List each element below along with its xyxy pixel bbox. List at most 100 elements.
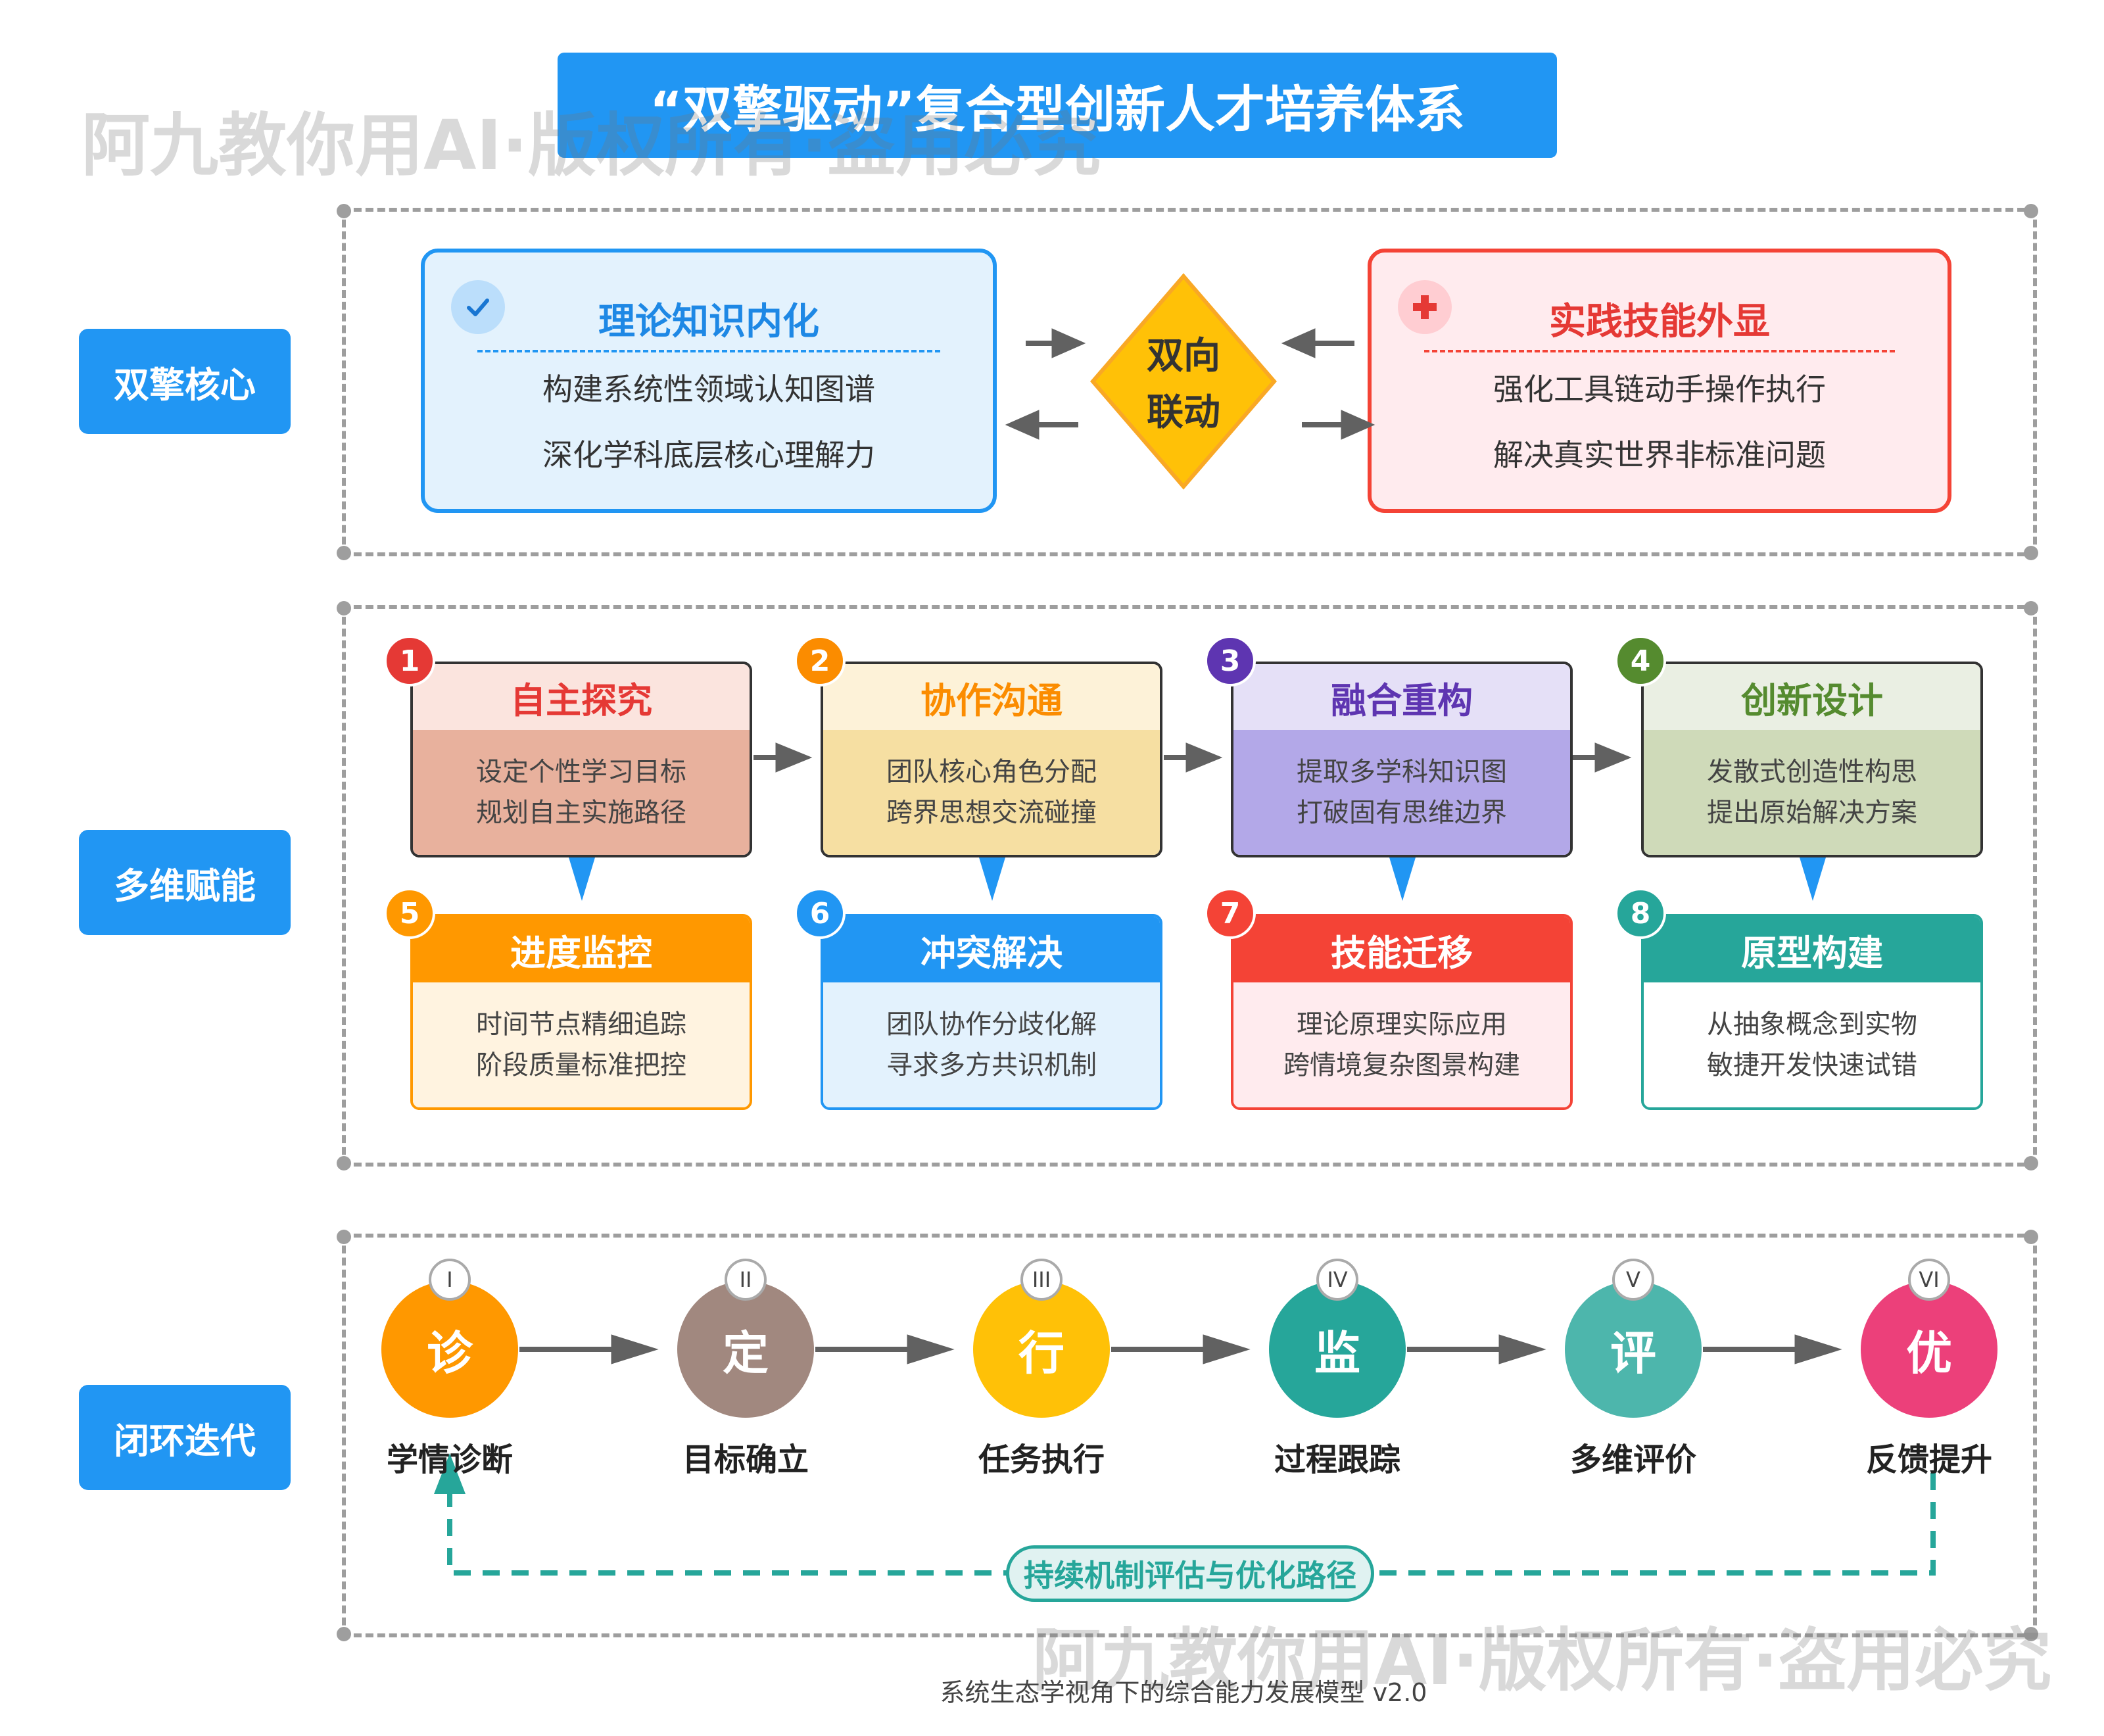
step-title: 融合重构 (1233, 664, 1570, 730)
arrow-down-icon (567, 851, 597, 901)
section-tag-cycle: 闭环迭代 (79, 1385, 291, 1490)
step-line: 打破固有思维边界 (1297, 798, 1507, 828)
corner-dot (2024, 601, 2038, 615)
linkage-text-2: 联动 (1147, 391, 1220, 434)
corner-dot (337, 601, 351, 615)
step-card-7: 技能迁移 理论原理实际应用 跨情境复杂图景构建 (1231, 914, 1573, 1110)
step-number-badge: 4 (1615, 635, 1666, 687)
arrow-down-icon (977, 851, 1007, 901)
step-line: 寻求多方共识机制 (886, 1050, 1097, 1080)
theory-line: 构建系统性领域认知图谱 (542, 372, 875, 407)
watermark: 阿九教你用AI·版权所有·盗用必究 (1032, 1620, 2052, 1700)
roman-badge: V (1612, 1259, 1654, 1301)
practice-title: 实践技能外显 (1549, 301, 1770, 343)
step-card-1: 自主探究 设定个性学习目标 规划自主实施路径 (410, 662, 752, 857)
arrow-right-icon (1203, 1334, 1251, 1364)
step-title: 自主探究 (413, 664, 750, 730)
section-tag-enable: 多维赋能 (79, 830, 291, 935)
step-line: 设定个性学习目标 (476, 757, 686, 787)
arrow-right-icon (1594, 742, 1632, 773)
arrow-right-icon (611, 1334, 659, 1364)
theory-line: 深化学科底层核心理解力 (542, 437, 875, 473)
step-title: 进度监控 (413, 917, 750, 982)
section-frame-core (342, 208, 2037, 556)
step-number-badge: 5 (384, 888, 435, 939)
corner-dot (337, 1230, 351, 1244)
cross-icon (1398, 280, 1452, 334)
step-card-6: 冲突解决 团队协作分歧化解 寻求多方共识机制 (821, 914, 1162, 1110)
step-card-5: 进度监控 时间节点精细追踪 阶段质量标准把控 (410, 914, 752, 1110)
linkage-text-1: 双向 (1147, 334, 1220, 377)
theory-title: 理论知识内化 (598, 301, 819, 343)
step-number-badge: 1 (384, 635, 435, 687)
divider (477, 350, 940, 352)
step-line: 提出原始解决方案 (1707, 798, 1917, 828)
step-line: 时间节点精细追踪 (476, 1009, 686, 1040)
arrow-left-icon (1281, 328, 1316, 358)
step-body: 发散式创造性构思 提出原始解决方案 (1644, 730, 1980, 855)
cycle-caption: 任务执行 (978, 1441, 1105, 1478)
step-line: 团队核心角色分配 (886, 757, 1097, 787)
arrow-left-icon (1005, 410, 1040, 440)
corner-dot (2024, 546, 2038, 560)
corner-dot (337, 1627, 351, 1641)
page-title: “双擎驱动”复合型创新人才培养体系 (558, 53, 1557, 158)
cycle-caption: 多维评价 (1569, 1441, 1696, 1478)
step-line: 敏捷开发快速试错 (1707, 1050, 1917, 1080)
cycle-caption: 学情诊断 (386, 1441, 513, 1478)
arrow-down-icon (1387, 851, 1418, 901)
step-line: 发散式创造性构思 (1707, 757, 1917, 787)
loop-label: 持续机制评估与优化路径 (1006, 1545, 1374, 1602)
step-card-8: 原型构建 从抽象概念到实物 敏捷开发快速试错 (1641, 914, 1983, 1110)
cycle-circle-execute: 行 (973, 1281, 1110, 1418)
step-line: 提取多学科知识图 (1297, 757, 1507, 787)
step-line: 跨情境复杂图景构建 (1283, 1050, 1520, 1080)
step-title: 协作沟通 (823, 664, 1160, 730)
corner-dot (2024, 1156, 2038, 1170)
step-body: 提取多学科知识图 打破固有思维边界 (1233, 730, 1570, 855)
corner-dot (337, 546, 351, 560)
arrow-right-icon (907, 1334, 955, 1364)
step-title: 技能迁移 (1233, 917, 1570, 982)
step-number-badge: 7 (1205, 888, 1256, 939)
core-arrows (1005, 328, 1375, 440)
linkage-diamond (1090, 273, 1277, 490)
cycle-caption: 反馈提升 (1865, 1441, 1992, 1478)
step-body: 理论原理实际应用 跨情境复杂图景构建 (1233, 982, 1570, 1107)
section-tag-core: 双擎核心 (79, 329, 291, 434)
step-card-2: 协作沟通 团队核心角色分配 跨界思想交流碰撞 (821, 662, 1162, 857)
step-line: 理论原理实际应用 (1297, 1009, 1507, 1040)
roman-badge: III (1020, 1259, 1063, 1301)
step-line: 阶段质量标准把控 (476, 1050, 686, 1080)
roman-badge: II (725, 1259, 767, 1301)
check-icon (451, 280, 505, 334)
step-title: 冲突解决 (823, 917, 1160, 982)
watermark: 阿九教你用AI·版权所有·盗用必究 (82, 105, 1101, 185)
step-title: 原型构建 (1644, 917, 1980, 982)
corner-dot (337, 1156, 351, 1170)
step-line: 团队协作分歧化解 (886, 1009, 1097, 1040)
arrow-up-icon (434, 1453, 466, 1494)
arrow-right-icon (1498, 1334, 1546, 1364)
cycle-caption: 目标确立 (682, 1441, 809, 1478)
cycle-circle-monitor: 监 (1269, 1281, 1406, 1418)
arrow-right-icon (1185, 742, 1223, 773)
step-body: 时间节点精细追踪 阶段质量标准把控 (413, 982, 750, 1107)
roman-badge: I (429, 1259, 471, 1301)
corner-dot (2024, 204, 2038, 218)
cycle-caption: 过程跟踪 (1274, 1441, 1400, 1478)
practice-line: 解决真实世界非标准问题 (1493, 437, 1826, 473)
step-card-3: 融合重构 提取多学科知识图 打破固有思维边界 (1231, 662, 1573, 857)
corner-dot (2024, 1230, 2038, 1244)
step-body: 团队核心角色分配 跨界思想交流碰撞 (823, 730, 1160, 855)
cycle-circle-goal: 定 (677, 1281, 814, 1418)
arrow-right-icon (1794, 1334, 1842, 1364)
step-number-badge: 3 (1205, 635, 1256, 687)
step-body: 团队协作分歧化解 寻求多方共识机制 (823, 982, 1160, 1107)
step-arrows (567, 742, 1828, 901)
step-card-4: 创新设计 发散式创造性构思 提出原始解决方案 (1641, 662, 1983, 857)
section-frame-cycle (342, 1234, 2037, 1637)
step-line: 跨界思想交流碰撞 (886, 798, 1097, 828)
section-frame-enable (342, 605, 2037, 1167)
corner-dot (2024, 1627, 2038, 1641)
